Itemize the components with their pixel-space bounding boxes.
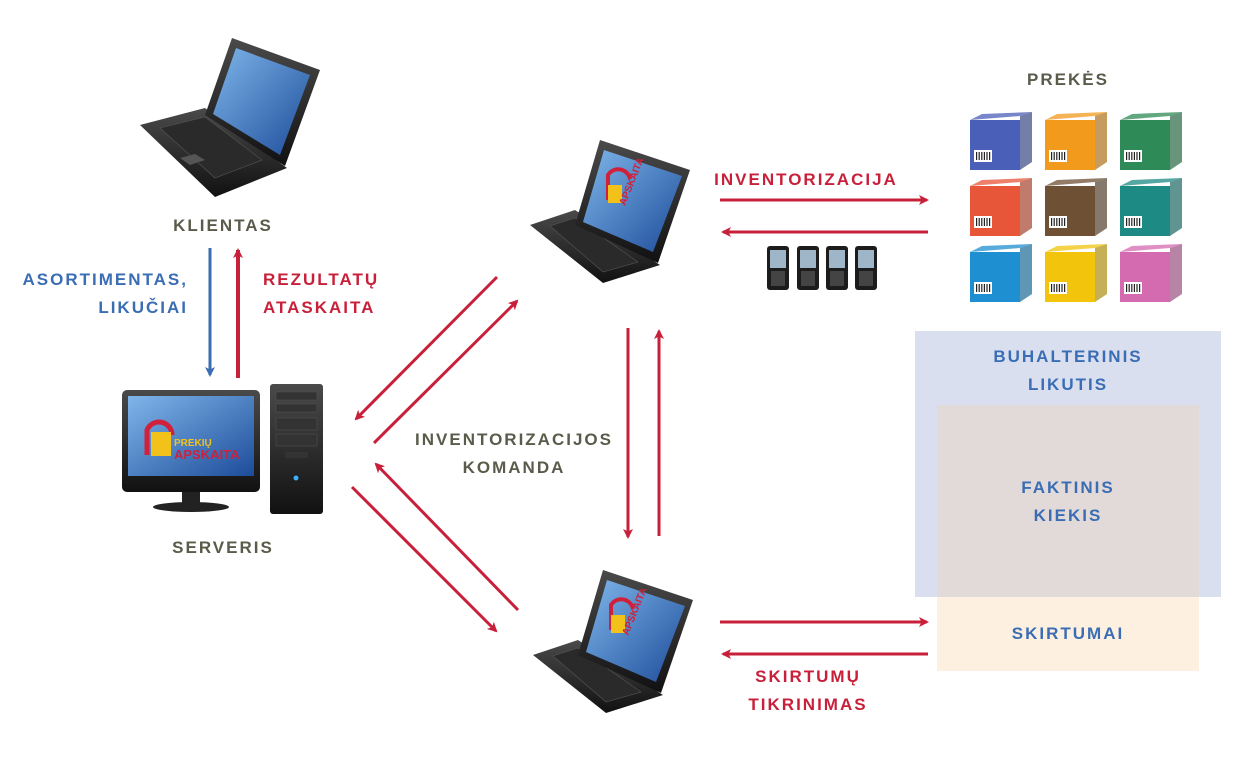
package-box-icon [970,112,1032,170]
to-server-label: ASORTIMENTAS, LIKUČIAI [23,266,188,322]
package-box-icon [1045,178,1107,236]
accounting-label: BUHALTERINIS LIKUTIS [993,343,1142,399]
mobile-phone-icon [826,246,848,290]
goods [970,112,1182,302]
label-line: ATASKAITA [263,298,376,317]
desktop-computer-icon: PREKIŲ APSKAITA [122,384,323,514]
mobile-phone-icon [767,246,789,290]
server-label: SERVERIS [172,538,274,557]
label-line: REZULTATŲ [263,270,380,289]
arrows [205,195,929,659]
to-client-label: REZULTATŲ ATASKAITA [263,266,379,322]
arrow-server-to-terminal2 [350,485,498,633]
label-line: ASORTIMENTAS, [22,270,188,289]
label-line: KIEKIS [1033,506,1103,525]
differences-label: SKIRTUMAI [1011,624,1125,643]
package-box-icon [1045,244,1107,302]
mobile-phone-icon [797,246,819,290]
zone-differences [937,597,1199,671]
inventory-label: INVENTORIZACIJA [714,170,898,189]
label-line: KOMANDA [462,458,566,477]
mobile-phone-icon [855,246,877,290]
laptop-icon: APSKAITA [533,570,693,713]
label-line: SKIRTUMŲ [755,667,861,686]
goods-label: PREKĖS [1027,70,1109,89]
package-box-icon [1045,112,1107,170]
client-label: KLIENTAS [173,216,273,235]
package-box-icon [970,178,1032,236]
label-line: INVENTORIZACIJOS [415,430,613,449]
label-line: LIKUČIAI [98,298,188,317]
package-box-icon [1120,244,1182,302]
scanners [767,246,877,290]
check-label: SKIRTUMŲ TIKRINIMAS [748,663,867,719]
logo-text: PREKIŲ [174,438,212,449]
zone-actual-quantity [937,405,1199,597]
package-box-icon [970,244,1032,302]
laptop-icon: APSKAITA [530,140,690,283]
label-line: LIKUTIS [1027,375,1109,394]
command-label: INVENTORIZACIJOS KOMANDA [415,426,613,482]
actual-label: FAKTINIS KIEKIS [1021,474,1114,530]
arrow-server-to-terminal1 [372,299,519,445]
package-box-icon [1120,112,1182,170]
package-box-icon [1120,178,1182,236]
label-line: TIKRINIMAS [748,695,868,714]
arrow-terminal2-to-server [374,462,520,612]
logo-text: APSKAITA [174,447,240,462]
label-line: FAKTINIS [1021,478,1115,497]
arrow-terminal1-to-server [354,275,499,421]
label-line: BUHALTERINIS [993,347,1143,366]
laptop-icon [140,38,320,197]
